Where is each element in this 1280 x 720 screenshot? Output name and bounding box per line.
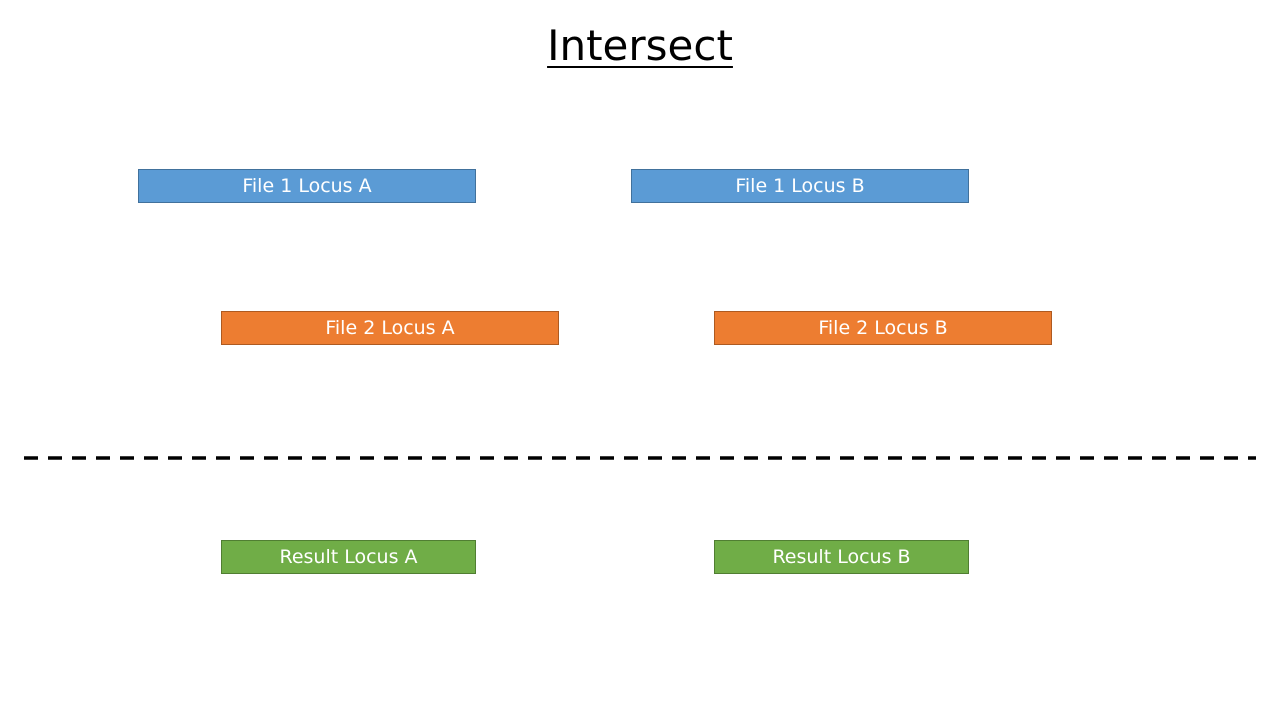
dashed-separator — [24, 456, 1256, 460]
result-locus-a-box: Result Locus A — [221, 540, 476, 574]
result-locus-b-box: Result Locus B — [714, 540, 969, 574]
file2-locus-a-box: File 2 Locus A — [221, 311, 559, 345]
slide-title: Intersect — [547, 21, 733, 70]
file1-locus-a-box: File 1 Locus A — [138, 169, 476, 203]
file1-locus-b-box: File 1 Locus B — [631, 169, 969, 203]
file2-locus-b-box: File 2 Locus B — [714, 311, 1052, 345]
